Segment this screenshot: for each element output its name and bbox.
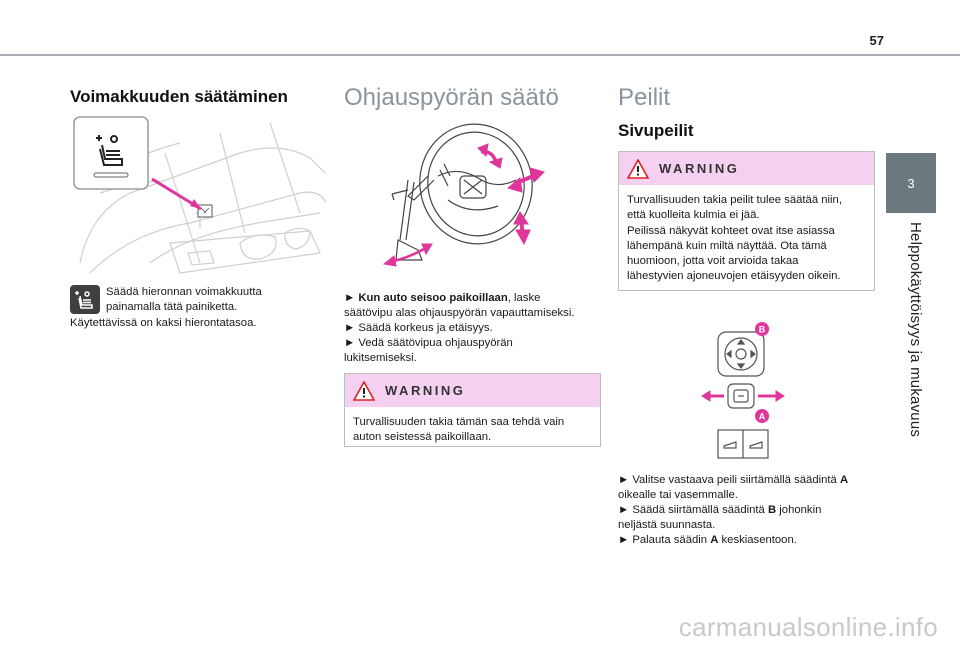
steering-step-3-cont: lukitsemiseksi. xyxy=(344,352,417,364)
mirror-step-1-cont: oikealle tai vasemmalle. xyxy=(618,489,738,501)
warning-text-line-4: lähempänä kuin miltä näyttää. Ota tämä xyxy=(627,239,827,252)
mirror-step-2-cont: neljästä suunnasta. xyxy=(618,519,716,531)
warning-triangle-icon xyxy=(353,380,375,401)
mirror-warning-box: WARNING Turvallisuuden takia peilit tule… xyxy=(618,151,875,291)
steering-step-1-cont: säätövipu alas ohjauspyörän vapauttamise… xyxy=(344,307,575,319)
mirror-step-2: ► Säädä siirtämällä säädintä B johonkin xyxy=(618,504,822,516)
mirror-step-1: ► Valitse vastaava peili siirtämällä sää… xyxy=(618,474,849,486)
warning-header: WARNING xyxy=(619,152,874,185)
chapter-tab[interactable]: 3 xyxy=(886,153,936,213)
mirror-step-3: ► Palauta säädin A keskiasentoon. xyxy=(618,534,797,546)
massage-seat-icon xyxy=(70,285,100,314)
massage-text-line-1: Säädä hieronnan voimakkuutta xyxy=(106,286,262,298)
warning-text-line-1: Turvallisuuden takia tämän saa tehdä vai… xyxy=(353,416,565,428)
seat-massage-illustration xyxy=(73,116,327,274)
section-heading-massage: Voimakkuuden säätäminen xyxy=(70,87,288,106)
warning-text-line-3: Peilissä näkyvät kohteet ovat itse asias… xyxy=(627,224,835,237)
warning-title: WARNING xyxy=(659,161,740,176)
warning-triangle-icon xyxy=(627,158,649,179)
steering-step-1: ► Kun auto seisoo paikoillaan, laske xyxy=(344,292,541,304)
warning-text-line-1: Turvallisuuden takia peilit tulee säätää… xyxy=(627,194,842,206)
steering-wheel-illustration xyxy=(382,123,545,267)
section-heading-steering: Ohjauspyörän säätö xyxy=(344,84,559,111)
chapter-title: Helppokäyttöisyys ja mukavuus xyxy=(907,222,924,438)
chapter-number: 3 xyxy=(907,175,915,191)
steering-step-2: ► Säädä korkeus ja etäisyys. xyxy=(344,322,493,334)
massage-seat-icon xyxy=(96,135,123,166)
section-heading-mirrors: Peilit xyxy=(618,84,671,111)
watermark: carmanualsonline.info xyxy=(678,612,938,642)
warning-title: WARNING xyxy=(385,383,466,398)
warning-text-line-2: auton seistessä paikoillaan. xyxy=(353,431,492,444)
warning-text-line-2: että kuolleita kulmia ei jää. xyxy=(627,209,760,222)
warning-text-line-5: huomioon, jotta voit arvioida takaa xyxy=(627,255,799,268)
massage-text-line-2: painamalla tätä painiketta. xyxy=(106,301,238,313)
label-a: A xyxy=(759,412,766,422)
mirror-control-illustration: B A xyxy=(701,322,785,459)
massage-text-line-3: Käytettävissä on kaksi hierontatasoa. xyxy=(70,317,257,329)
page-number: 57 xyxy=(869,33,884,48)
warning-header: WARNING xyxy=(345,374,600,407)
steering-step-3: ► Vedä säätövipua ohjauspyörän xyxy=(344,337,513,349)
subheading-side-mirrors: Sivupeilit xyxy=(618,121,694,140)
warning-text-line-6: lähestyvien ajoneuvojen etäisyyden oikei… xyxy=(627,270,841,283)
top-rule xyxy=(0,54,960,56)
steering-warning-box: WARNING Turvallisuuden takia tämän saa t… xyxy=(344,373,601,447)
label-b: B xyxy=(759,325,766,335)
